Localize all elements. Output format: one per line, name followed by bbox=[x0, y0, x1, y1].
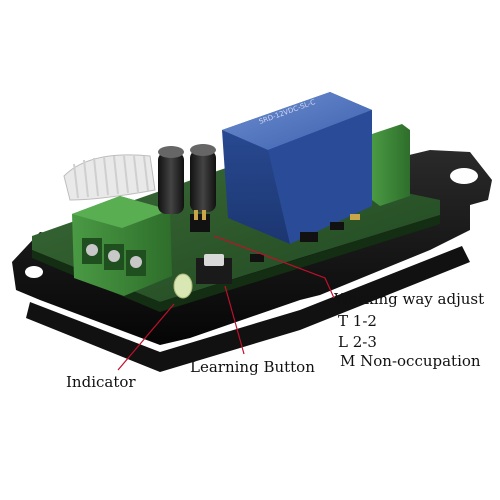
led-icon bbox=[173, 273, 193, 299]
mode-m-label: M Non-occupation bbox=[340, 352, 481, 370]
callout-lines bbox=[117, 235, 335, 371]
learning-button-label: Learning Button bbox=[190, 358, 315, 376]
push-button-icon bbox=[196, 254, 232, 284]
smd-components bbox=[250, 214, 360, 262]
mode-t-label: T 1-2 bbox=[338, 312, 377, 330]
indicator-label: Indicator bbox=[66, 373, 136, 391]
terminal-block-right bbox=[372, 124, 410, 206]
mode-l-label: L 2-3 bbox=[338, 333, 377, 351]
antenna-coil-icon bbox=[63, 154, 156, 201]
jumper-icon bbox=[190, 210, 210, 232]
working-way-adjust-label: Working way adjust bbox=[334, 290, 485, 308]
terminal-block-icon bbox=[72, 196, 172, 296]
capacitors bbox=[158, 144, 216, 214]
